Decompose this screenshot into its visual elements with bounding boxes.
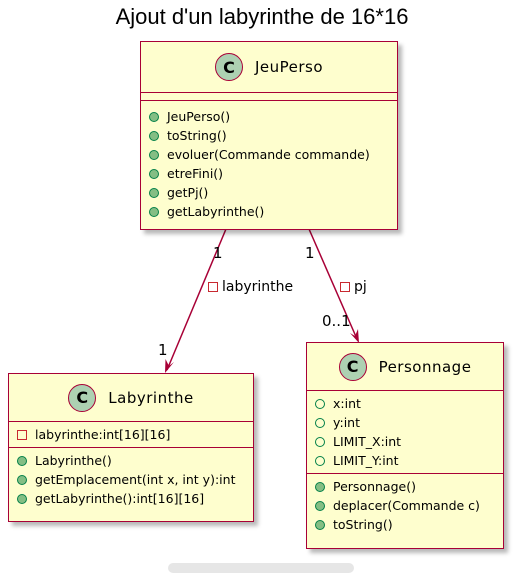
class-labyrinthe-name: Labyrinthe — [108, 388, 194, 407]
field-label: y:int — [333, 415, 360, 430]
arrowhead-labyrinthe — [165, 359, 174, 373]
field-item: x:int — [315, 394, 503, 413]
field-item: LIMIT_X:int — [315, 432, 503, 451]
public-method-icon — [149, 187, 159, 198]
method-item: JeuPerso() — [149, 107, 397, 126]
public-method-icon — [315, 519, 325, 530]
field-label: x:int — [333, 396, 361, 411]
class-labyrinthe: C Labyrinthe labyrinthe:int[16][16] Laby… — [8, 373, 254, 522]
public-method-icon — [149, 168, 159, 179]
public-method-icon — [149, 111, 159, 122]
multiplicity-target-pj: 0..1 — [322, 312, 351, 330]
multiplicity-source-labyrinthe: 1 — [213, 244, 223, 262]
role-text: labyrinthe — [222, 279, 294, 295]
class-jeuperso-fields — [141, 93, 397, 101]
method-item: toString() — [149, 126, 397, 145]
method-item: getEmplacement(int x, int y):int — [17, 470, 253, 489]
field-label: LIMIT_Y:int — [333, 453, 399, 468]
public-method-icon — [17, 493, 27, 504]
method-label: getLabyrinthe():int[16][16] — [35, 491, 205, 506]
public-field-icon — [315, 398, 325, 409]
method-label: getPj() — [167, 185, 209, 200]
method-label: getEmplacement(int x, int y):int — [35, 472, 236, 487]
role-label-labyrinthe: labyrinthe — [208, 279, 293, 295]
method-item: getLabyrinthe() — [149, 202, 397, 221]
class-jeuperso-name: JeuPerso — [254, 58, 324, 76]
class-personnage-methods: Personnage() deplacer(Commande c) toStri… — [307, 474, 503, 537]
multiplicity-target-labyrinthe: 1 — [158, 341, 168, 359]
method-item: evoluer(Commande commande) — [149, 145, 397, 164]
method-label: Personnage() — [333, 479, 416, 494]
class-personnage-fields: x:int y:int LIMIT_X:int LIMIT_Y:int — [307, 391, 503, 474]
method-label: JeuPerso() — [167, 109, 231, 124]
public-field-icon — [315, 417, 325, 428]
public-field-icon — [315, 436, 325, 447]
class-jeuperso: C JeuPerso JeuPerso() toString() evoluer… — [140, 41, 398, 230]
method-label: Labyrinthe() — [35, 453, 112, 468]
method-label: evoluer(Commande commande) — [167, 147, 370, 162]
association-line-pj — [308, 228, 358, 340]
method-item: deplacer(Commande c) — [315, 496, 503, 515]
public-field-icon — [315, 455, 325, 466]
role-label-pj: pj — [340, 279, 367, 295]
method-item: Personnage() — [315, 477, 503, 496]
field-label: labyrinthe:int[16][16] — [35, 427, 171, 442]
multiplicity-source-pj: 1 — [305, 244, 315, 262]
class-labyrinthe-methods: Labyrinthe() getEmplacement(int x, int y… — [9, 448, 253, 511]
public-method-icon — [149, 206, 159, 217]
method-label: deplacer(Commande c) — [333, 498, 480, 513]
private-field-icon — [17, 429, 27, 440]
field-label: LIMIT_X:int — [333, 434, 402, 449]
class-badge-icon: C — [68, 383, 97, 412]
class-personnage-header: C Personnage — [307, 343, 503, 391]
horizontal-scrollbar[interactable] — [168, 563, 354, 573]
method-item: getLabyrinthe():int[16][16] — [17, 489, 253, 508]
method-label: toString() — [333, 517, 393, 532]
public-method-icon — [149, 130, 159, 141]
diagram-title: Ajout d'un labyrinthe de 16*16 — [115, 4, 409, 29]
method-label: etreFini() — [167, 166, 224, 181]
public-method-icon — [17, 455, 27, 466]
method-item: getPj() — [149, 183, 397, 202]
public-method-icon — [17, 474, 27, 485]
class-personnage: C Personnage x:int y:int LIMIT_X:int LIM… — [306, 342, 504, 549]
class-labyrinthe-header: C Labyrinthe — [9, 374, 253, 422]
role-text: pj — [354, 279, 367, 295]
field-item: LIMIT_Y:int — [315, 451, 503, 470]
public-method-icon — [315, 500, 325, 511]
public-method-icon — [149, 149, 159, 160]
private-role-icon — [340, 282, 350, 292]
class-jeuperso-header: C JeuPerso — [141, 42, 397, 93]
arrowhead-pj — [350, 329, 359, 343]
method-label: toString() — [167, 128, 227, 143]
field-item: labyrinthe:int[16][16] — [17, 425, 253, 444]
method-label: getLabyrinthe() — [167, 204, 265, 219]
method-item: Labyrinthe() — [17, 451, 253, 470]
class-jeuperso-methods: JeuPerso() toString() evoluer(Commande c… — [141, 101, 397, 224]
method-item: toString() — [315, 515, 503, 534]
private-role-icon — [208, 282, 218, 292]
field-item: y:int — [315, 413, 503, 432]
class-labyrinthe-fields: labyrinthe:int[16][16] — [9, 422, 253, 448]
class-personnage-name: Personnage — [378, 357, 472, 376]
association-line-labyrinthe — [166, 228, 227, 371]
public-method-icon — [315, 481, 325, 492]
class-badge-icon: C — [214, 53, 243, 81]
class-badge-icon: C — [338, 352, 367, 381]
method-item: etreFini() — [149, 164, 397, 183]
